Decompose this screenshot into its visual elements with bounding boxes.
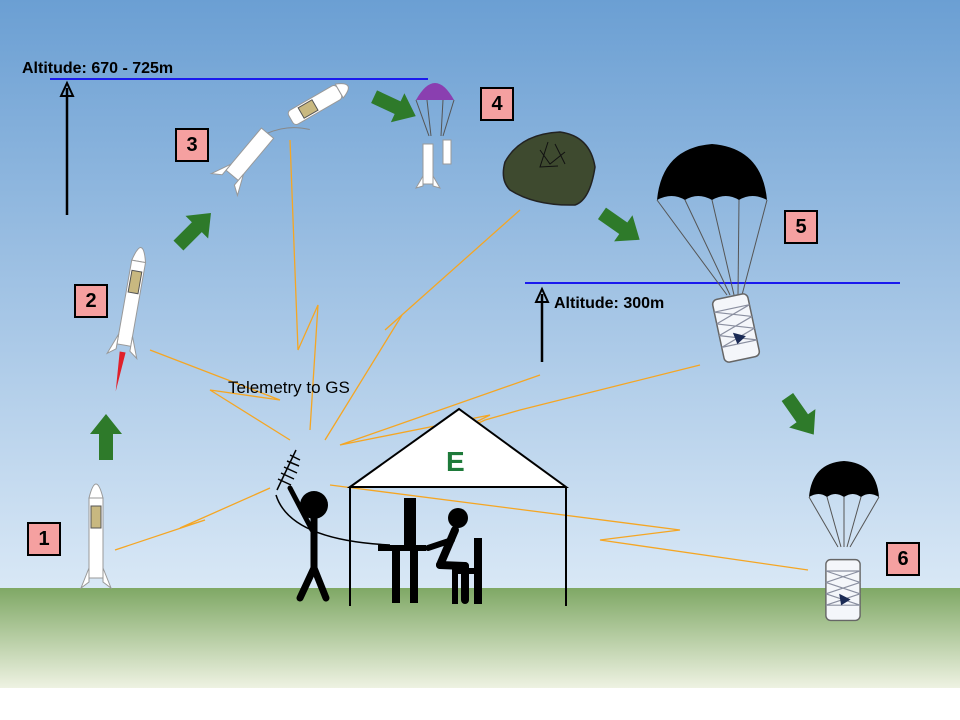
step-badge-2: 2 (74, 284, 108, 318)
step-badge-6: 6 (886, 542, 920, 576)
step-badge-4: 4 (480, 87, 514, 121)
telemetry-link-7 (329, 484, 809, 571)
tent-logo: E (446, 446, 465, 477)
altitude-label-top: Altitude: 670 - 725m (22, 60, 174, 77)
step-badge-5: 5 (784, 210, 818, 244)
ground (0, 588, 960, 688)
chair-icon (452, 538, 482, 604)
tent-icon (346, 407, 570, 606)
rocket-icon (209, 127, 310, 198)
telemetry-link-1 (114, 487, 271, 551)
telemetry-link-4 (324, 209, 521, 441)
person-icon (287, 485, 330, 602)
parachute-icon (414, 83, 455, 189)
step-badge-3: 3 (175, 128, 209, 162)
cansat-icon (825, 558, 861, 622)
altitude-arrow-mid (534, 286, 550, 362)
cansat-icon (287, 83, 349, 125)
step-badge-1: 1 (27, 522, 61, 556)
rocket-icon (105, 247, 147, 392)
telemetry-link-3 (289, 139, 319, 431)
bottom-margin (0, 688, 960, 720)
altitude-arrow-top (59, 80, 75, 215)
parachute-icon (808, 461, 880, 548)
rocket-icon (79, 483, 113, 590)
telemetry-label: Telemetry to GS (228, 378, 350, 397)
antenna-icon (275, 449, 391, 546)
parachute-bag-icon (502, 131, 596, 206)
computer-icon (378, 498, 426, 603)
telemetry-link-2 (149, 349, 291, 441)
altitude-label-mid: Altitude: 300m (554, 295, 665, 312)
parachute-icon (656, 144, 768, 296)
